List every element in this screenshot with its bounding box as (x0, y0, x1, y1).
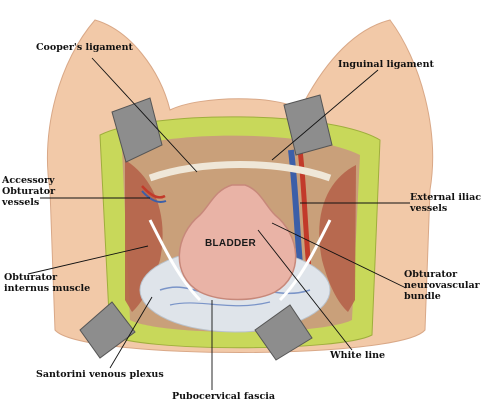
right-obturator-internus-muscle (319, 165, 356, 312)
obturator-nvb-line1: Obturator (404, 269, 458, 280)
accessory-obturator-line3: vessels (2, 197, 40, 208)
leader-lines (27, 57, 410, 390)
leader-obturator-nvb (271, 222, 407, 289)
white-line-left (148, 219, 202, 302)
accessory-obturator-line1: Accessory (2, 175, 55, 186)
coopers-ligament-label: Cooper's ligament (36, 42, 133, 53)
leader-inguinal-ligament (271, 69, 379, 161)
coopers-ligament-band (148, 161, 332, 182)
obturator-internus-muscle-label: Obturator internus muscle (4, 272, 90, 294)
obturator-internus-line2: internus muscle (4, 283, 91, 294)
accessory-obturator-vein (141, 190, 167, 203)
accessory-obturator-line2: Obturator (2, 186, 56, 197)
leader-coopers-ligament (91, 57, 198, 173)
bladder-shape (178, 184, 297, 301)
retractor-bottom-left (79, 301, 136, 359)
leader-white-line (257, 229, 353, 351)
white-line-label: White line (330, 350, 386, 361)
external-iliac-line1: External iliac (410, 192, 482, 203)
retractor-bottom-right (254, 304, 313, 361)
retractor-top-left (111, 97, 163, 163)
santorini-venous-plexus-branch (169, 301, 271, 307)
pubocervical-fascia-label: Pubocervical fascia (172, 391, 275, 402)
bladder-label: BLADDER (205, 238, 256, 249)
obturator-internus-line1: Obturator (4, 272, 58, 283)
white-line-right (278, 219, 332, 302)
accessory-obturator-vessels (141, 185, 166, 199)
accessory-obturator-vessels-label: Accessory Obturator vessels (2, 175, 55, 208)
external-iliac-line2: vessels (410, 203, 448, 214)
external-iliac-vessels-label: External iliac vessels (410, 192, 481, 214)
inguinal-ligament-label: Inguinal ligament (338, 59, 434, 70)
obturator-nvb-line3: bundle (404, 291, 441, 302)
leader-obturator-internus (27, 245, 149, 275)
obturator-nvb-line2: neurovascular (404, 280, 480, 291)
santorini-venous-plexus-label: Santorini venous plexus (36, 369, 164, 380)
obturator-neurovascular-bundle-label: Obturator neurovascular bundle (404, 269, 480, 302)
leader-santorini (109, 296, 153, 369)
